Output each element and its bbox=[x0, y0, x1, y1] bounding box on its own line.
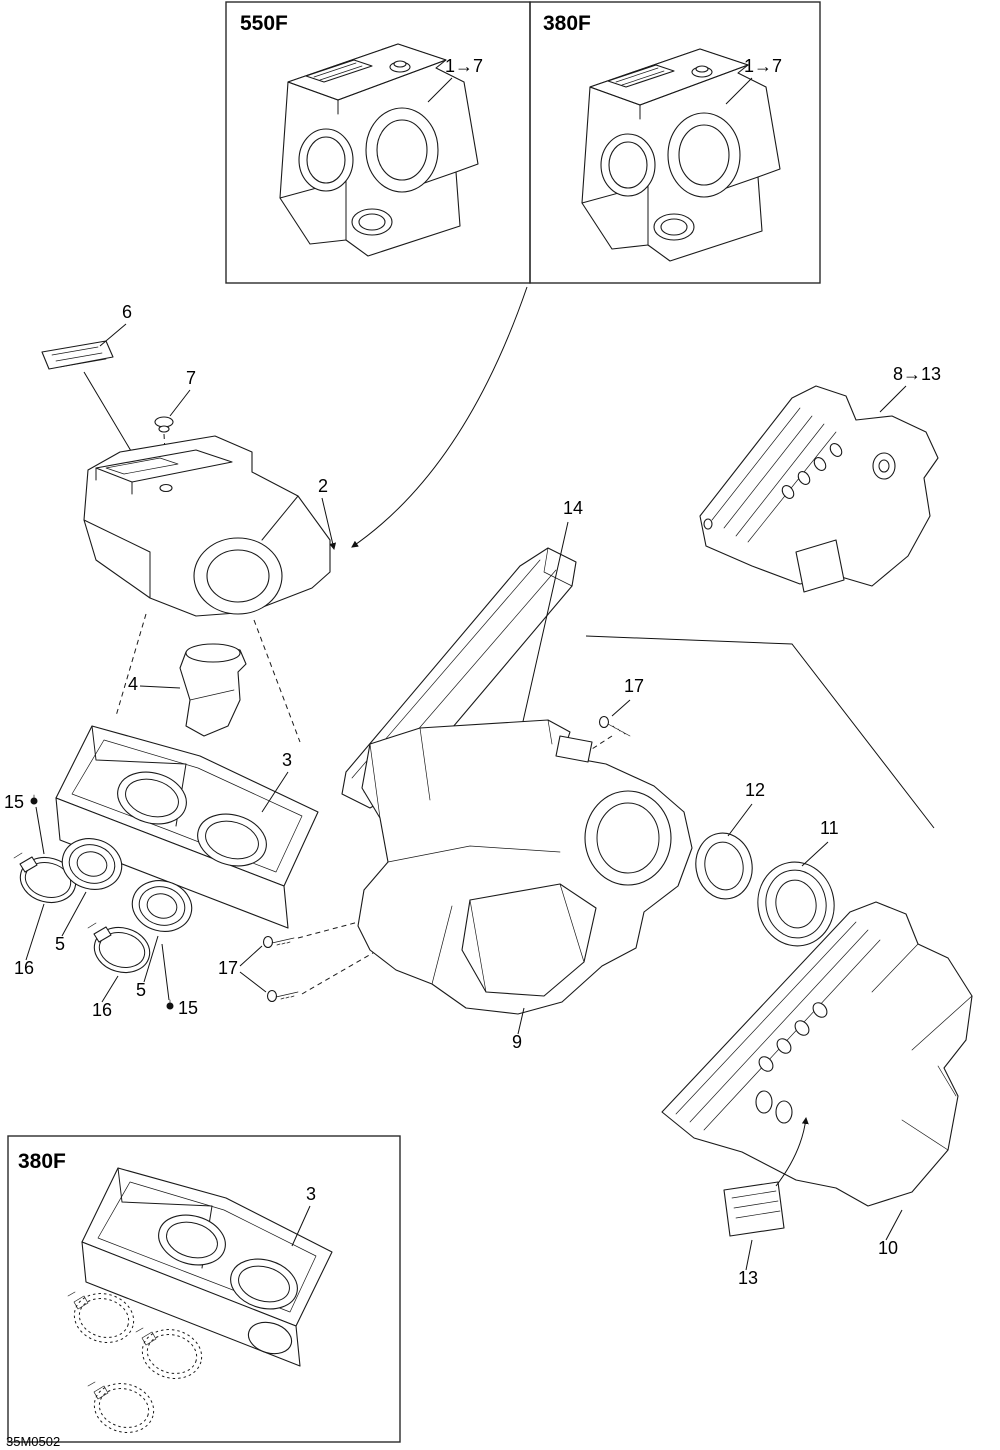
leader-13 bbox=[745, 1239, 753, 1271]
panel-550f-title: 550F bbox=[240, 12, 288, 35]
part-13-label-sticker bbox=[723, 1181, 785, 1237]
part-3-air-box-lower-tray bbox=[55, 725, 319, 929]
callout-15-right: 15 bbox=[178, 998, 198, 1018]
part-6-label-sticker bbox=[41, 340, 114, 370]
assembly-axis-dashes bbox=[115, 613, 301, 743]
part-16-clamp-380f-1 bbox=[67, 1291, 135, 1343]
part-3-tray-380f bbox=[81, 1167, 333, 1367]
part-2-air-box-upper bbox=[83, 435, 331, 617]
callout-15-left: 15 bbox=[4, 792, 24, 812]
callout-7: 7 bbox=[186, 368, 196, 388]
doc-code: 35M0502 bbox=[6, 1434, 60, 1449]
callout-4: 4 bbox=[128, 674, 138, 694]
leader-5-second bbox=[143, 935, 159, 983]
leader-12 bbox=[727, 803, 753, 837]
dash-17-top bbox=[577, 735, 613, 759]
panel-380f-top: 380F 1→7 bbox=[529, 1, 821, 284]
leader-9 bbox=[517, 1007, 525, 1035]
callout-17-left: 17 bbox=[218, 958, 238, 978]
leader-3-bottom bbox=[291, 1205, 311, 1247]
leader-3-middle bbox=[261, 771, 289, 813]
callout-5-second: 5 bbox=[136, 980, 146, 1000]
callout-550f-range: 1→7 bbox=[445, 56, 483, 76]
part-16-clamp-1 bbox=[13, 852, 77, 904]
leader-15-right bbox=[161, 943, 170, 1001]
leader-15-left bbox=[35, 806, 45, 855]
reference-line-8-13 bbox=[585, 635, 935, 829]
leader-10 bbox=[885, 1209, 903, 1241]
part-5-boot-1 bbox=[61, 838, 123, 890]
part-8-13-silencer-assembly bbox=[699, 385, 939, 593]
panel-380f-bottom: 380F 3 bbox=[7, 1135, 401, 1443]
callout-10: 10 bbox=[878, 1238, 898, 1258]
part-9-air-intake-housing bbox=[357, 719, 693, 1015]
callout-13: 13 bbox=[738, 1268, 758, 1288]
part-17-screw-top bbox=[598, 715, 631, 737]
callout-16-first: 16 bbox=[14, 958, 34, 978]
leader-7 bbox=[169, 389, 191, 417]
callout-17-top: 17 bbox=[624, 676, 644, 696]
part-15-clip-2 bbox=[166, 999, 174, 1010]
leader-17-left bbox=[239, 945, 267, 993]
part-16-clamp-380f-3 bbox=[87, 1381, 155, 1433]
part-17-screw-left-a bbox=[262, 935, 295, 949]
part-10-deflector-assembly bbox=[661, 901, 973, 1207]
panel-380f-border bbox=[529, 1, 821, 284]
dash-17-left bbox=[297, 919, 379, 995]
callout-12: 12 bbox=[745, 780, 765, 800]
arrow-13-to-part10 bbox=[775, 1116, 809, 1187]
leader-16-first bbox=[25, 903, 45, 961]
airbox-380f-illustration bbox=[581, 48, 781, 262]
part-16-clamp-380f-2 bbox=[135, 1327, 203, 1379]
panel-380f-bottom-border bbox=[7, 1135, 401, 1443]
callout-11: 11 bbox=[820, 818, 839, 838]
callout-5-first: 5 bbox=[55, 934, 65, 954]
leader-2 bbox=[321, 497, 337, 551]
callout-8-13: 8→13 bbox=[893, 364, 941, 384]
leader-6 bbox=[99, 323, 127, 347]
part-11-adapter-boot bbox=[757, 861, 835, 947]
part-12-gasket-ring bbox=[695, 832, 753, 900]
leader-17-top bbox=[611, 699, 631, 717]
part-17-screw-left-b bbox=[266, 989, 299, 1003]
callout-16-second: 16 bbox=[92, 1000, 112, 1020]
panel-380f-title: 380F bbox=[543, 12, 591, 35]
leader-550f-range bbox=[427, 77, 453, 103]
callout-9: 9 bbox=[512, 1032, 522, 1052]
leader-4 bbox=[139, 685, 181, 689]
panel-380f-bottom-title: 380F bbox=[18, 1150, 66, 1173]
callout-14: 14 bbox=[563, 498, 583, 518]
panel-550f: 550F 1→7 bbox=[225, 1, 531, 284]
leader-8-13 bbox=[879, 385, 907, 413]
callout-6: 6 bbox=[122, 302, 132, 322]
leader-16-second bbox=[101, 975, 119, 1003]
leader-380f-range bbox=[725, 77, 753, 105]
leader-5-first bbox=[61, 891, 87, 937]
part-4-duct bbox=[179, 643, 247, 737]
callout-3-bottom: 3 bbox=[306, 1184, 316, 1204]
assembly-reference-curve bbox=[351, 286, 528, 548]
leader-11 bbox=[801, 841, 829, 867]
part-5-boot-2 bbox=[131, 880, 193, 932]
part-16-clamp-2 bbox=[87, 922, 151, 974]
callout-2: 2 bbox=[318, 476, 328, 496]
part-15-clip-1 bbox=[30, 794, 38, 805]
callout-3-middle: 3 bbox=[282, 750, 292, 770]
arrow-6-to-lid bbox=[83, 371, 135, 457]
callout-380f-range: 1→7 bbox=[744, 56, 782, 76]
